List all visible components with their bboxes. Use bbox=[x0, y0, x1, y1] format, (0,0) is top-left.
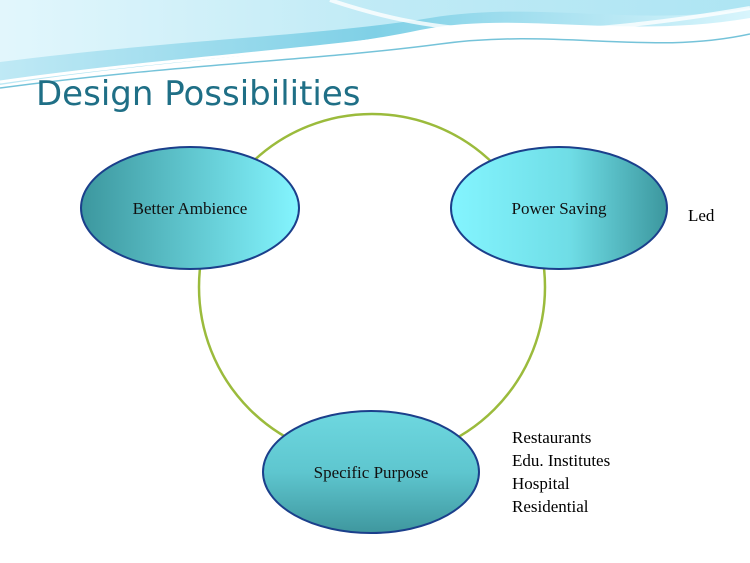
specific-purpose-list: Restaurants Edu. Institutes Hospital Res… bbox=[512, 426, 610, 518]
node-power-saving: Power Saving bbox=[450, 146, 668, 270]
power-saving-note: Led bbox=[688, 206, 715, 225]
header-wave-decoration bbox=[0, 0, 750, 89]
node-power-saving-label: Power Saving bbox=[512, 199, 607, 218]
purpose-item-edu-institutes: Edu. Institutes bbox=[512, 451, 611, 470]
node-specific-purpose-label: Specific Purpose bbox=[314, 463, 429, 482]
node-specific-purpose: Specific Purpose bbox=[262, 410, 480, 534]
purpose-item-residential: Residential bbox=[512, 497, 589, 516]
node-better-ambience-label: Better Ambience bbox=[133, 199, 248, 218]
purpose-item-restaurants: Restaurants bbox=[512, 428, 592, 447]
purpose-item-hospital: Hospital bbox=[512, 474, 570, 493]
slide-title: Design Possibilities bbox=[36, 74, 361, 114]
node-better-ambience: Better Ambience bbox=[80, 146, 300, 270]
